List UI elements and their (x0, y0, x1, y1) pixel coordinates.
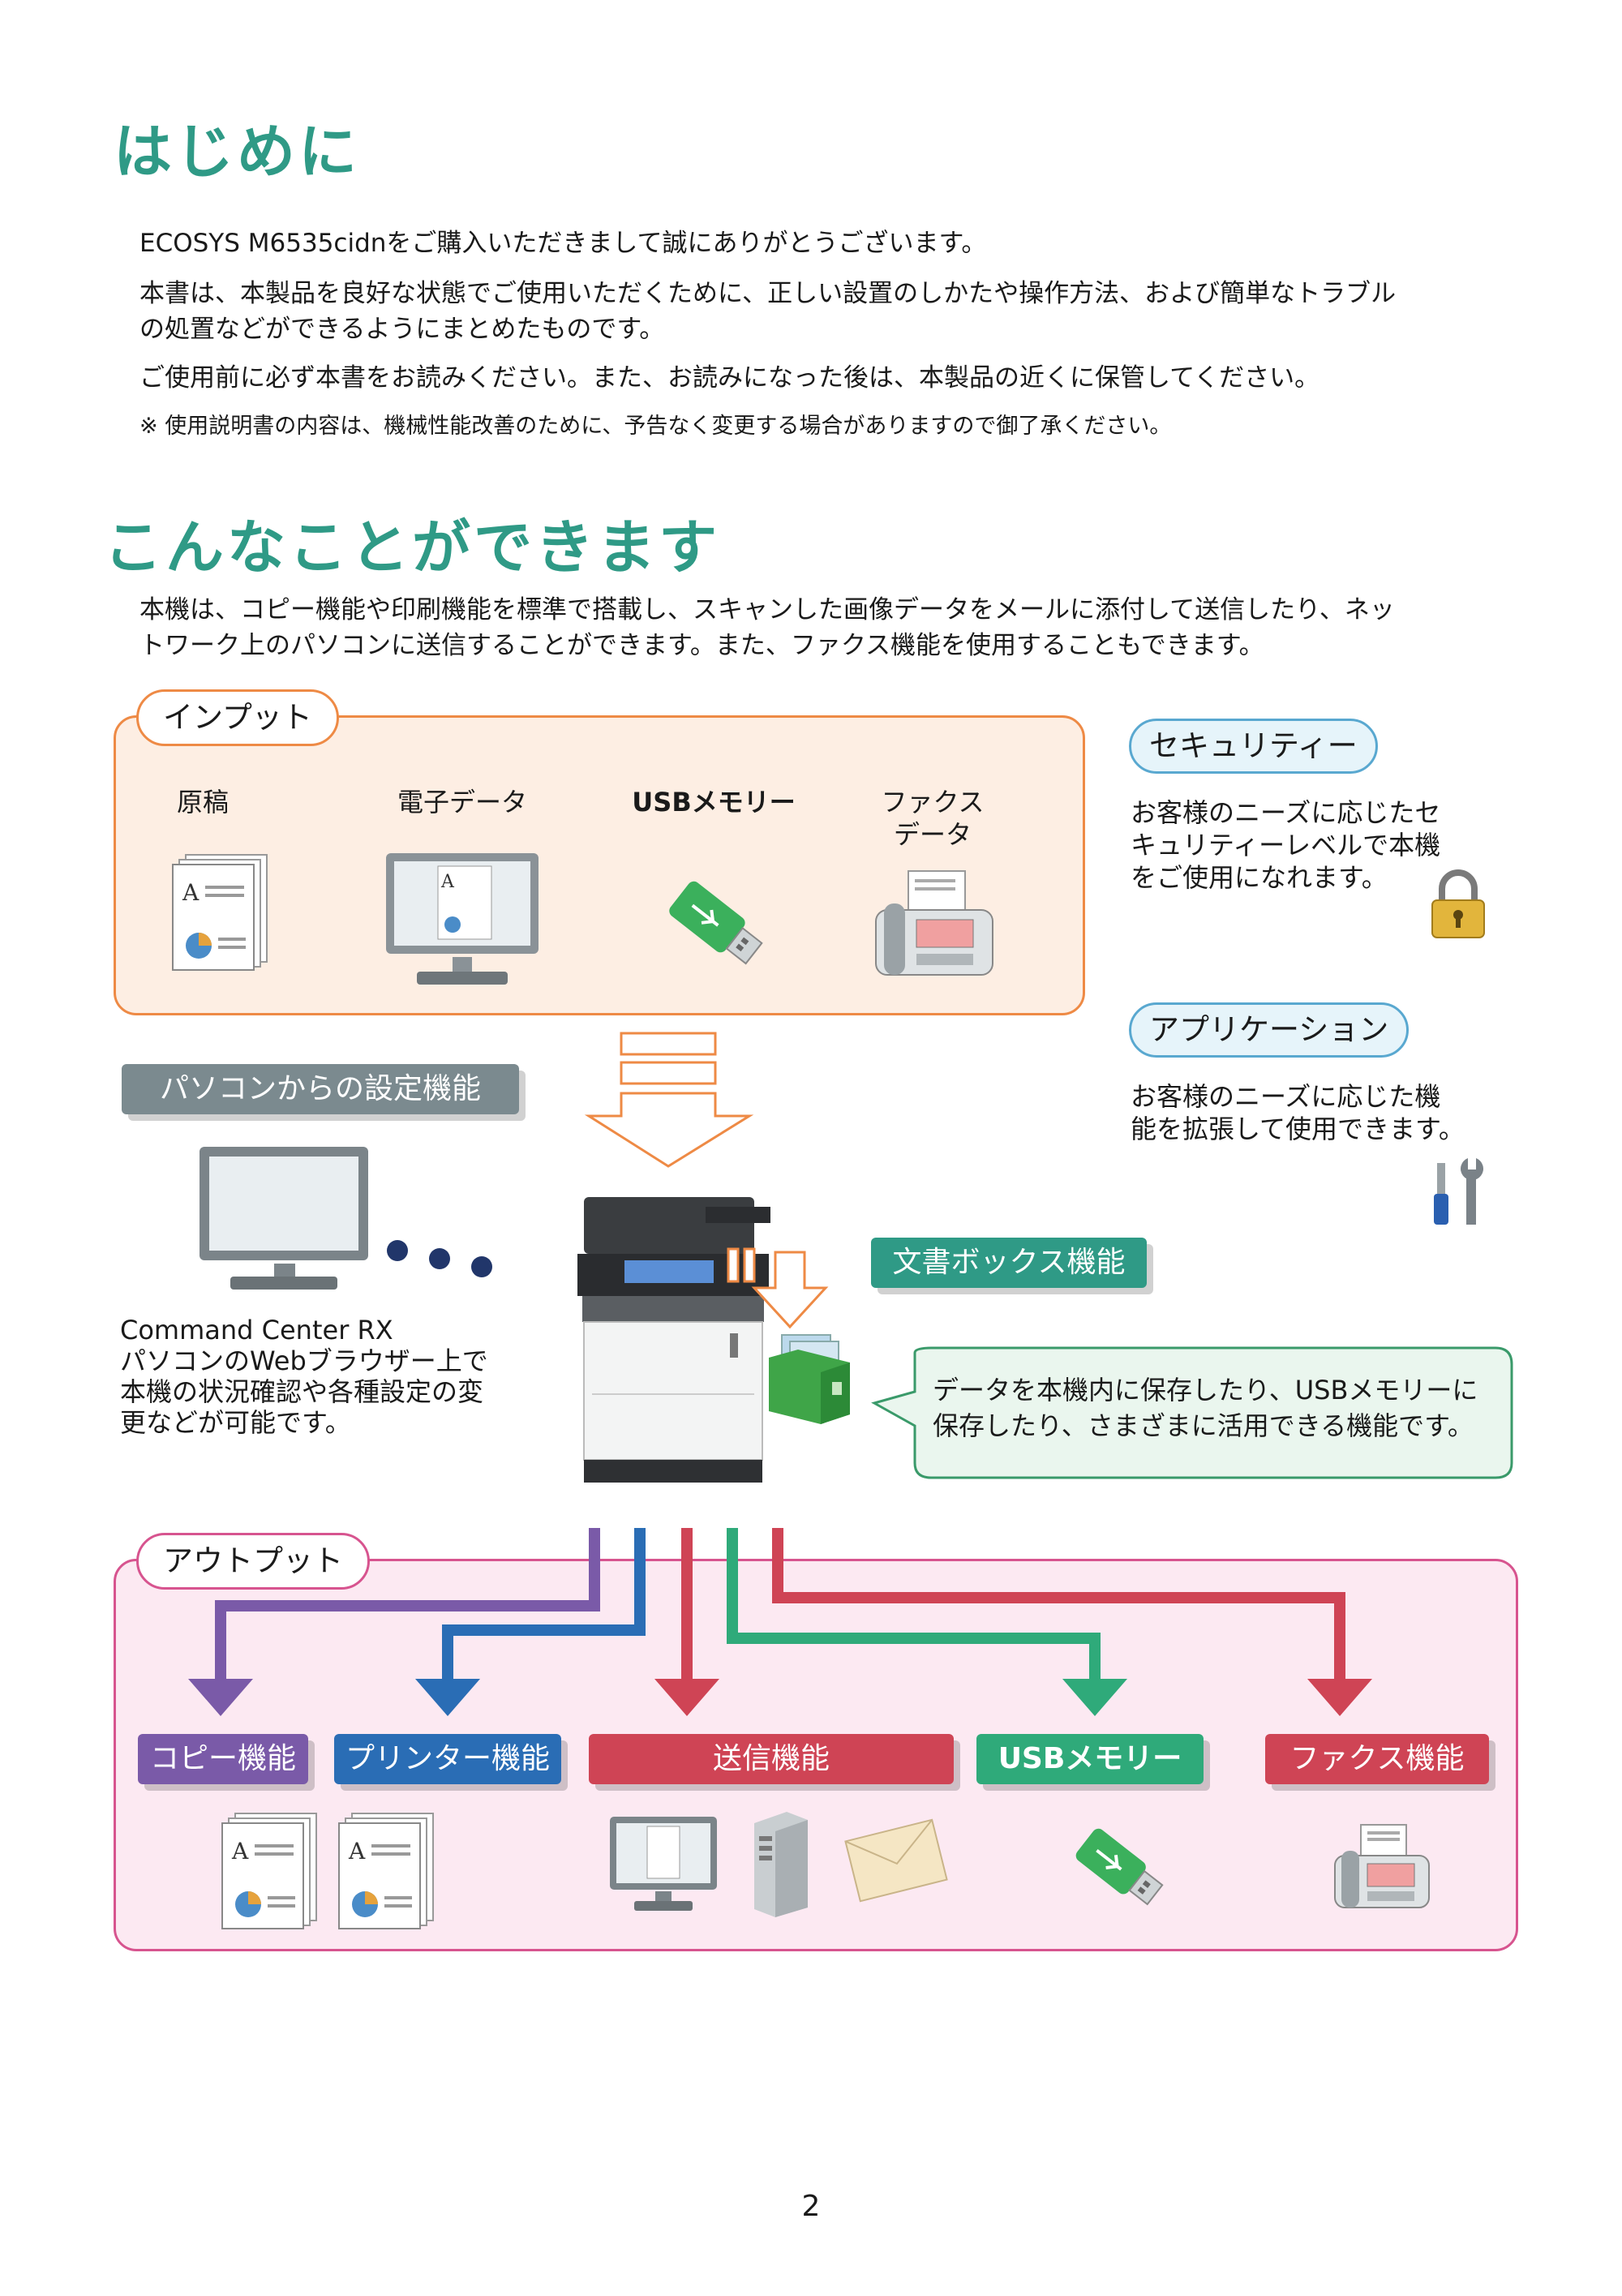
page-number: 2 (801, 2190, 821, 2223)
output-label-send: 送信機能 (589, 1734, 954, 1784)
padlock-icon (1431, 869, 1485, 938)
connection-dots-icon (387, 1240, 492, 1277)
svg-text:A: A (231, 1838, 249, 1865)
pc-settings-label: パソコンからの設定機能 (122, 1064, 519, 1114)
computer-monitor-icon: A (386, 853, 539, 985)
output-label-fax: ファクス機能 (1265, 1734, 1489, 1784)
printed-document-icon: A (338, 1813, 434, 1929)
fax-output-icon (1334, 1824, 1430, 1908)
docbox-text-line-1: データを本機内に保存したり、USBメモリーに (933, 1375, 1478, 1405)
intro-paragraph-2-line-1: 本書は、本製品を良好な状態でご使用いただくために、正しい設置のしかたや操作方法、… (139, 279, 1397, 308)
usb-output-icon (1075, 1828, 1164, 1906)
docbox-speech-bubble (871, 1346, 1513, 1479)
server-icon (754, 1812, 808, 1917)
output-label-printer: プリンター機能 (334, 1734, 561, 1784)
input-label-electronic-data: 電子データ (397, 787, 527, 818)
application-text-line-1: お客様のニーズに応じた機 (1131, 1081, 1441, 1112)
security-text-line-3: をご使用になれます。 (1131, 862, 1388, 893)
copy-document-icon: A (221, 1813, 317, 1929)
send-computer-icon (610, 1817, 717, 1911)
output-label-copy: コピー機能 (138, 1734, 308, 1784)
intro-paragraph-1: ECOSYS M6535cidnをご購入いただきまして誠にありがとうございます。 (139, 229, 987, 258)
input-down-arrow (584, 1032, 754, 1168)
intro-paragraph-2-line-2: の処置などができるようにまとめたものです。 (139, 315, 665, 344)
usb-memory-icon (669, 881, 763, 965)
input-label-data: データ (893, 819, 972, 850)
application-text-line-2: 能を拡張して使用できます。 (1131, 1114, 1465, 1144)
intro-note: ※ 使用説明書の内容は、機械性能改善のために、予告なく変更する場合がありますので… (139, 414, 1172, 439)
security-text-line-2: キュリティーレベルで本機 (1131, 830, 1441, 860)
input-tab: インプット (136, 689, 339, 746)
fax-machine-icon (875, 870, 993, 976)
docbox-arrow (727, 1247, 829, 1329)
application-label: アプリケーション (1129, 1002, 1410, 1058)
tools-icon (1434, 1158, 1483, 1225)
security-label: セキュリティー (1129, 719, 1378, 774)
intro-heading: はじめに (114, 118, 361, 186)
input-label-fax: ファクス (881, 787, 985, 818)
intro-paragraph-3: ご使用前に必ず本書をお読みください。また、お読みになった後は、本製品の近くに保管… (139, 363, 1320, 393)
features-heading: こんなことができます (104, 513, 721, 582)
input-label-usb-memory: USBメモリー (632, 787, 796, 818)
pc-settings-line-4: 更などが可能です。 (120, 1407, 351, 1438)
document-box-icon (769, 1334, 850, 1424)
pc-monitor-icon (200, 1147, 368, 1290)
features-desc-line-1: 本機は、コピー機能や印刷機能を標準で搭載し、スキャンした画像データをメールに添付… (139, 595, 1395, 624)
output-tab: アウトプット (136, 1533, 370, 1590)
multifunction-printer-icon (577, 1197, 770, 1483)
features-desc-line-2: トワーク上のパソコンに送信することができます。また、ファクス機能を使用することも… (139, 631, 1264, 660)
pc-settings-line-1: Command Center RX (120, 1315, 393, 1345)
output-routing-arrows (188, 1528, 1372, 1716)
input-label-originals: 原稿 (176, 787, 229, 818)
pc-settings-line-2: パソコンのWebブラウザー上で (120, 1345, 488, 1376)
output-label-usb-memory: USBメモリー (976, 1734, 1204, 1784)
security-text-line-1: お客様のニーズに応じたセ (1131, 797, 1441, 828)
document-stack-icon: A (172, 854, 268, 971)
svg-text:A: A (182, 879, 200, 906)
svg-text:A: A (440, 872, 455, 892)
docbox-label: 文書ボックス機能 (871, 1238, 1147, 1288)
svg-text:A: A (348, 1838, 366, 1865)
email-envelope-icon (844, 1818, 948, 1903)
docbox-text-line-2: 保存したり、さまざまに活用できる機能です。 (933, 1410, 1474, 1441)
pc-settings-line-3: 本機の状況確認や各種設定の変 (120, 1376, 484, 1407)
